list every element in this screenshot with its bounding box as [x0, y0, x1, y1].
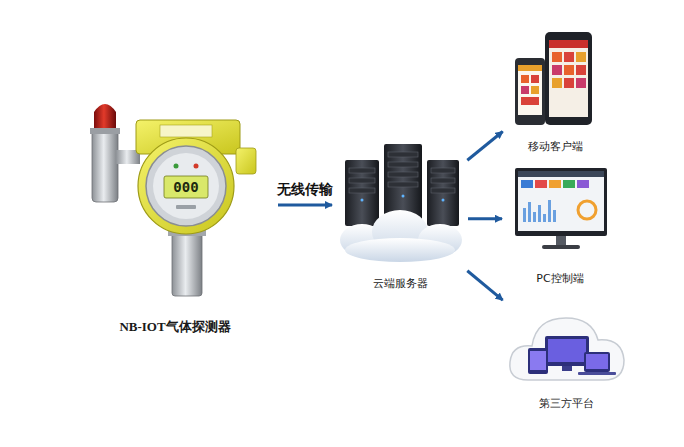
flow-arrow: [468, 217, 502, 220]
node-label: 第三方平台: [539, 397, 594, 410]
third-party-node: 第三方平台: [505, 295, 627, 410]
flow-arrow: [467, 132, 502, 161]
flow-arrow: [278, 204, 332, 207]
flow-arrow: [467, 271, 502, 300]
pc-monitor-illustration: [515, 168, 607, 249]
detector-node: NB-IOT气体探测器: [75, 95, 275, 335]
edge-label: 无线传输: [277, 181, 333, 199]
node-label: PC控制端: [536, 272, 583, 285]
node-label: 移动客户端: [528, 140, 583, 153]
node-label: NB-IOT气体探测器: [119, 319, 230, 335]
node-label: 云端服务器: [373, 277, 428, 290]
mobile-devices-illustration: [515, 32, 592, 125]
mobile-node: 移动客户端: [505, 25, 605, 153]
third-party-cloud-illustration: [510, 318, 624, 380]
pc-node: PC控制端: [505, 160, 615, 285]
cloud-server-illustration: [340, 144, 462, 262]
gas-detector-illustration: [90, 104, 256, 296]
lcd-reading: 000: [173, 179, 198, 195]
server-node: 云端服务器: [335, 140, 465, 290]
